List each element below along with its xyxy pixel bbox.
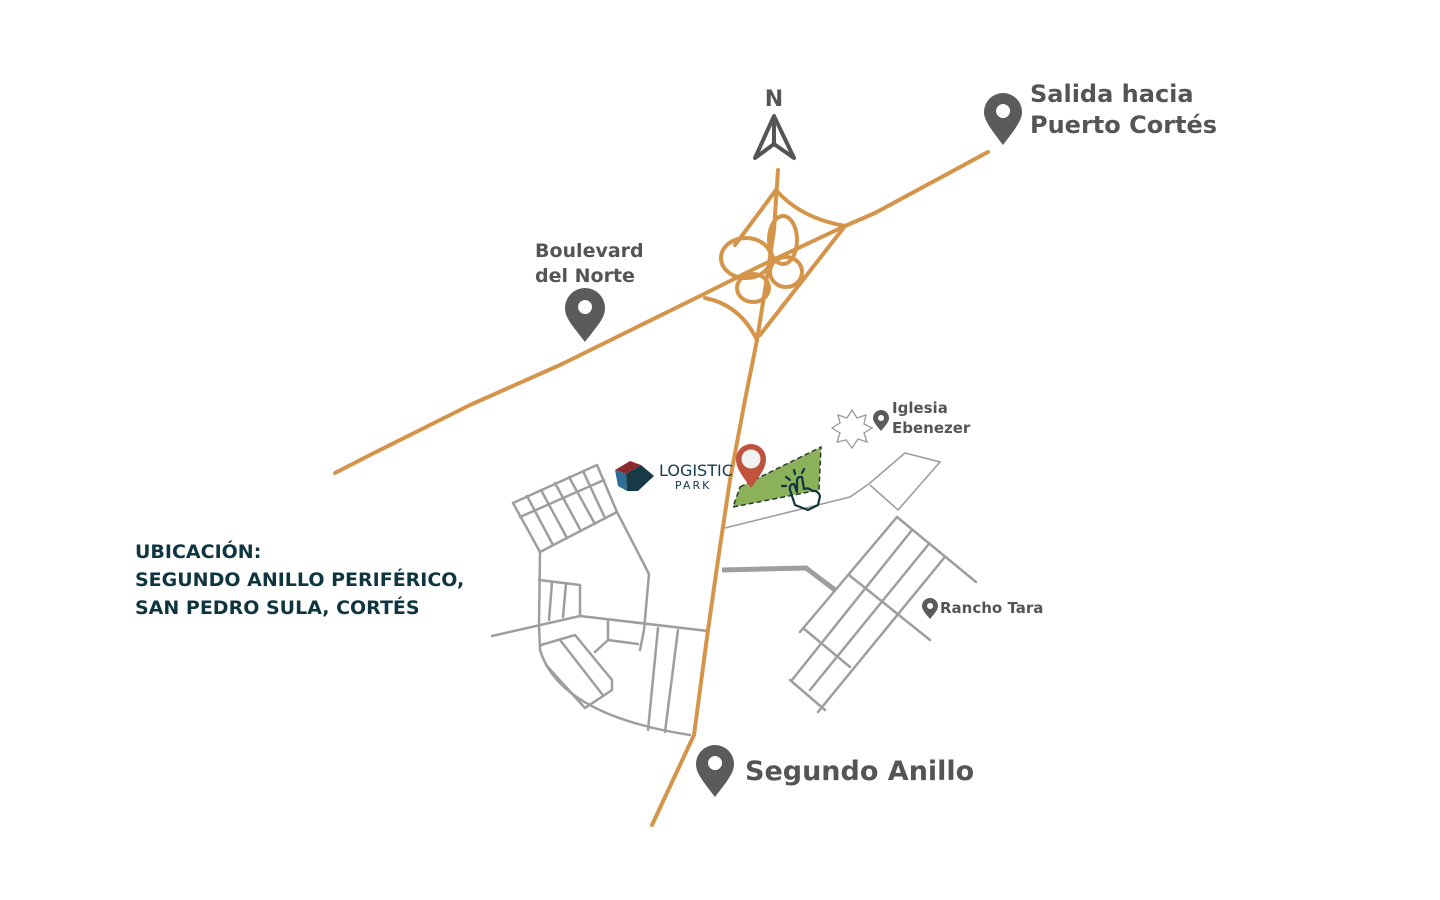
map-pin-icon <box>873 410 889 431</box>
place-rancho-tara: Rancho Tara <box>922 598 1043 619</box>
place-label: Puerto Cortés <box>1030 111 1217 139</box>
hand-pointer-icon <box>780 467 822 512</box>
location-pin-icon <box>736 444 766 488</box>
place-label: Boulevard <box>535 240 644 262</box>
highway-boulevard-norte <box>333 150 990 475</box>
place-puerto-cortes: Salida hacia Puerto Cortés <box>984 80 1217 145</box>
project-lot[interactable] <box>731 444 822 512</box>
neighborhood-east-streets <box>721 452 978 714</box>
map-pin-icon <box>984 93 1022 145</box>
place-label: Salida hacia <box>1030 80 1194 108</box>
highways <box>333 150 990 827</box>
north-label: N <box>765 87 783 112</box>
lot-area <box>731 445 822 508</box>
logo-subtext: PARK <box>675 479 711 492</box>
place-label: Rancho Tara <box>940 599 1043 617</box>
church-star-icon <box>830 408 874 450</box>
map-pin-icon <box>696 745 734 797</box>
north-arrow-icon: N <box>753 87 796 160</box>
place-boulevard-norte: Boulevard del Norte <box>535 240 644 342</box>
location-line: SEGUNDO ANILLO PERIFÉRICO, <box>135 568 464 591</box>
place-label: Iglesia <box>892 399 948 417</box>
location-title: UBICACIÓN: <box>135 539 261 563</box>
location-caption: UBICACIÓN: SEGUNDO ANILLO PERIFÉRICO, SA… <box>135 539 464 619</box>
map-pin-icon <box>922 598 938 619</box>
place-label: del Norte <box>535 265 635 287</box>
logistic-park-logo: LOGISTIC PARK <box>615 461 733 492</box>
place-label: Segundo Anillo <box>745 756 974 787</box>
interchange <box>703 188 847 342</box>
place-segundo-anillo: Segundo Anillo <box>696 745 974 797</box>
place-label: Ebenezer <box>892 419 971 437</box>
place-iglesia-ebenezer: Iglesia Ebenezer <box>830 399 971 450</box>
neighborhood-west-streets <box>490 463 710 737</box>
location-line: SAN PEDRO SULA, CORTÉS <box>135 596 420 619</box>
logo-text: LOGISTIC <box>659 461 733 480</box>
map-pin-icon <box>565 288 605 342</box>
